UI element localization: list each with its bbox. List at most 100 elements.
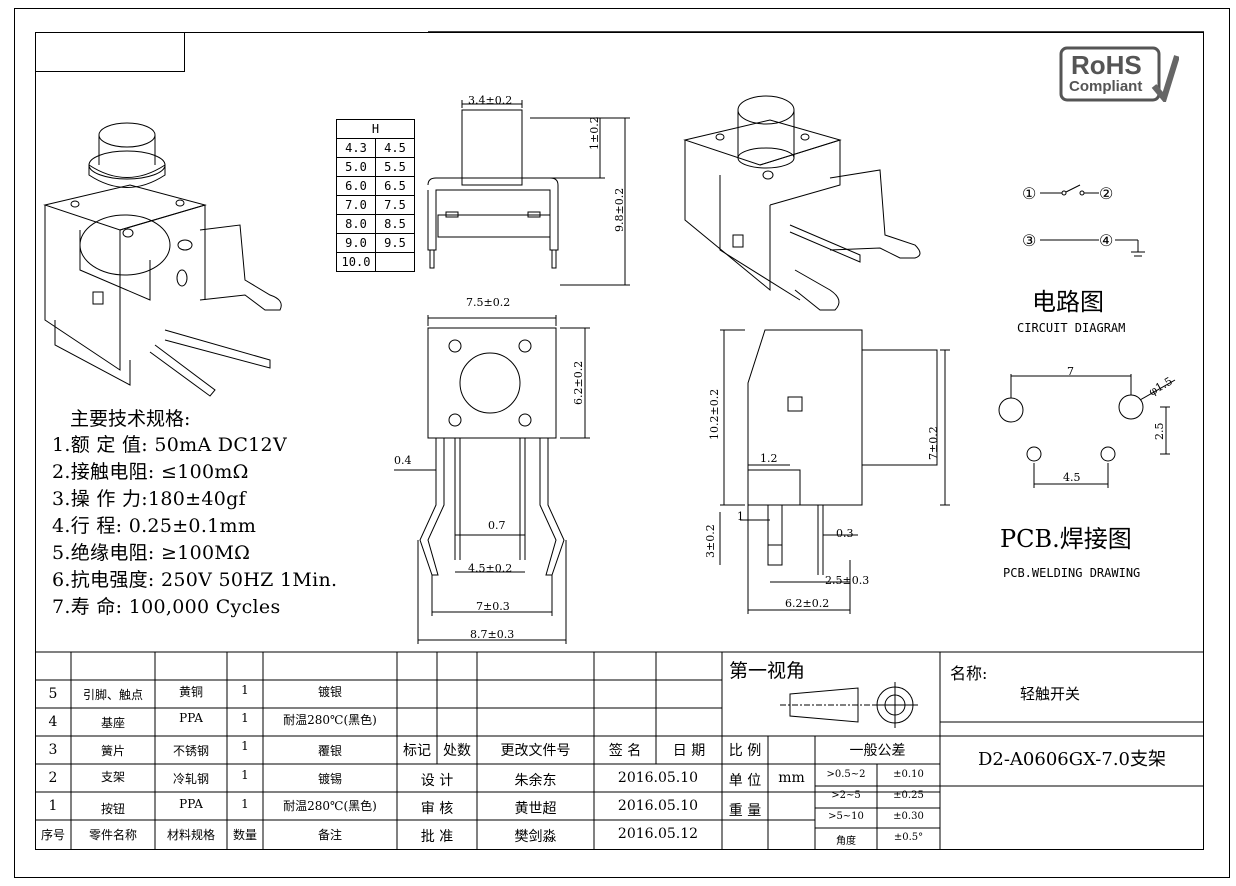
header-qty: 数量 [232,828,257,842]
side-view [719,329,950,614]
scale-label: 比 例 [728,743,762,759]
dim-label: 2.5 [1153,422,1166,441]
pcb-title-en: PCB.WELDING DRAWING [1003,566,1141,580]
height-cell: 9.0 [336,233,376,253]
tolerance-value: ±0.10 [893,769,924,780]
height-cell: 8.5 [375,214,415,234]
specs-title: 主要技术规格: [70,408,191,430]
approval-name: 黄世超 [514,801,557,817]
dim-label: 1.2 [760,452,778,465]
part-note: 耐温280℃(黑色) [283,713,377,727]
title-block-grid [35,651,1204,850]
circuit-pin: ② [1099,184,1114,203]
part-number: D2-A0606GX-7.0支架 [977,749,1167,770]
part-material: PPA [179,797,203,811]
spec-item: 1.额 定 值: 50mA DC12V [52,434,287,456]
tolerance-value: ±0.30 [893,811,924,822]
circuit-title-cn: 电路图 [1032,288,1104,316]
tolerance-range: >5~10 [828,811,864,822]
part-note: 镀银 [317,685,342,699]
height-cell: 4.5 [375,138,415,158]
part-name: 支架 [100,770,125,784]
outer-frame [14,8,1230,878]
spec-item: 3.操 作 力:180±40gf [52,488,246,510]
dim-label: 7.5±0.2 [466,296,511,309]
rev-header-place: 处数 [443,743,471,759]
header-name: 零件名称 [88,828,137,842]
dim-label: 0.4 [394,454,412,467]
dim-label: 6.2±0.2 [572,360,585,405]
part-material: 不锈钢 [172,744,209,758]
part-material: PPA [179,711,203,725]
rohs-text: RoHS [1071,50,1142,80]
projection-symbol [780,682,918,728]
part-qty: 1 [241,739,249,753]
projection-label: 第一视角 [729,660,806,682]
tolerance-value: ±0.5° [893,832,924,843]
spec-item: 2.接触电阻: ≤100mΩ [52,461,249,483]
part-note: 镀锡 [317,772,342,786]
dim-label: 3±0.2 [704,524,717,558]
height-cell: 6.5 [375,176,415,196]
unit-label: 单 位 [728,773,762,789]
dim-label: 0.3 [836,527,854,540]
dim-label: 3.4±0.2 [468,94,513,107]
tolerance-range: 角度 [836,836,856,847]
header-no: 序号 [40,828,65,842]
unit-value: mm [778,770,805,786]
dim-label: 10.2±0.2 [708,388,721,440]
dim-label: 4.5±0.2 [468,562,513,575]
circuit-diagram [1040,184,1145,257]
header-note: 备注 [317,828,342,842]
rohs-logo: RoHS Compliant [1059,46,1179,102]
part-material: 黄铜 [178,685,203,699]
header-material: 材料规格 [166,828,215,842]
approval-role: 设 计 [420,773,454,789]
part-qty: 1 [241,683,249,697]
spec-item: 4.行 程: 0.25±0.1mm [52,515,257,537]
approval-date: 2016.05.12 [617,826,699,842]
dim-label: 7±0.3 [476,600,510,613]
dim-label: 1 [737,510,744,523]
front-body-view [394,315,590,644]
height-cell: 5.5 [375,157,415,177]
weight-label: 重 量 [728,803,762,819]
part-note: 耐温280℃(黑色) [283,799,377,813]
part-material: 冷轧钢 [172,772,209,786]
approval-date: 2016.05.10 [617,770,699,786]
dim-label: 7 [1067,365,1074,378]
height-cell: 7.5 [375,195,415,215]
height-cell [375,252,415,272]
dim-label: 6.2±0.2 [785,597,830,610]
part-qty: 1 [241,797,249,811]
rev-header-doc: 更改文件号 [500,743,571,759]
spec-item: 6.抗电强度: 250V 50HZ 1Min. [52,569,338,591]
height-cell: 10.0 [336,252,376,272]
dim-label: 8.7±0.3 [470,628,515,641]
dim-label: 1±0.2 [588,116,601,150]
name-label: 名称: [950,664,988,683]
rev-header-sign: 签 名 [608,743,642,759]
approval-name: 樊剑淼 [514,829,557,845]
height-cell: 6.0 [336,176,376,196]
part-qty: 1 [241,711,249,725]
circuit-pin: ④ [1099,231,1114,250]
height-cell: 5.0 [336,157,376,177]
height-cell: 9.5 [375,233,415,253]
approval-date: 2016.05.10 [617,798,699,814]
rev-header-mark: 标记 [403,743,431,759]
height-cell: 4.3 [336,138,376,158]
isometric-view-left [43,122,282,397]
part-no: 4 [48,714,58,730]
part-name: 簧片 [100,744,125,758]
part-name: 基座 [100,716,125,730]
part-no: 5 [48,686,58,702]
corner-box [35,32,185,72]
spec-item: 7.寿 命: 100,000 Cycles [52,596,281,618]
tolerance-value: ±0.25 [893,790,924,801]
dim-label: 9.8±0.2 [613,187,626,232]
approval-role: 批 准 [420,829,454,845]
tolerance-title: 一般公差 [849,743,906,759]
